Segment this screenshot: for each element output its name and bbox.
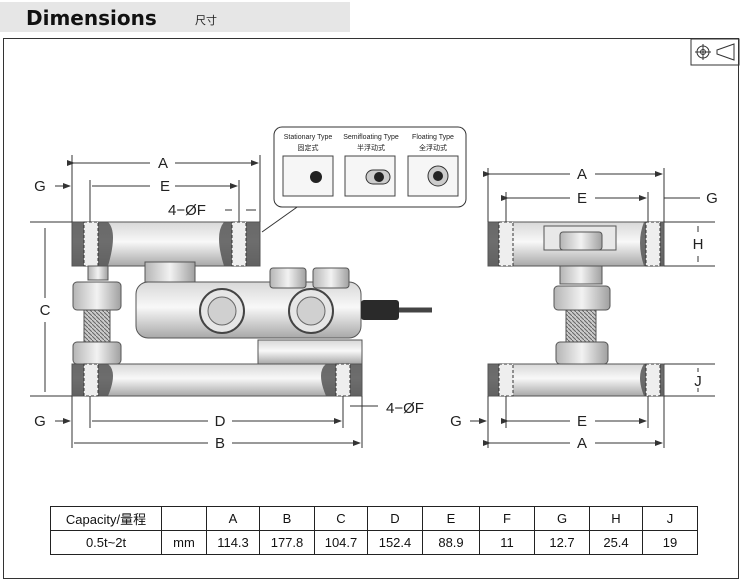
label-g: G — [34, 178, 46, 195]
cell-g: 12.7 — [534, 530, 590, 555]
column-header: H — [589, 506, 643, 531]
semifloating-type-zh: 半浮动式 — [357, 143, 385, 152]
cell-j: 19 — [642, 530, 698, 555]
cell-c: 104.7 — [314, 530, 368, 555]
stationary-type-label: Stationary Type — [284, 134, 333, 141]
front-view — [71, 221, 432, 397]
unit-value: mm — [161, 530, 207, 555]
label-j: J — [694, 373, 702, 390]
cell-a: 114.3 — [206, 530, 260, 555]
dimension-labels: A E G 4−ØF C G D B 4−ØF A E G H J G E A — [34, 155, 718, 452]
table-header-row: Capacity/量程 A B C D E F G H J — [50, 506, 698, 531]
label-a: A — [158, 155, 168, 172]
drawing-frame — [3, 38, 739, 579]
semifloating-type-label: Semifloating Type — [343, 134, 399, 141]
side-view — [487, 221, 665, 397]
floating-type-label: Floating Type — [412, 134, 454, 141]
column-header: B — [259, 506, 315, 531]
cell-b: 177.8 — [259, 530, 315, 555]
cell-e: 88.9 — [422, 530, 480, 555]
page-subtitle: 尺寸 — [195, 14, 217, 27]
label-g: G — [450, 413, 462, 430]
label-c: C — [40, 302, 51, 319]
column-header: C — [314, 506, 368, 531]
label-d: D — [215, 413, 226, 430]
label-e: E — [160, 178, 170, 195]
capacity-value: 0.5t~2t — [50, 530, 162, 555]
label-f: 4−ØF — [168, 202, 206, 219]
callout-labels: Stationary Type 固定式 Semifloating Type 半浮… — [284, 134, 454, 152]
cell-h: 25.4 — [589, 530, 643, 555]
column-header: G — [534, 506, 590, 531]
stationary-type-zh: 固定式 — [298, 143, 319, 152]
label-g: G — [706, 190, 718, 207]
cell-d: 152.4 — [367, 530, 423, 555]
label-b: B — [215, 435, 225, 452]
column-header: A — [206, 506, 260, 531]
column-header: F — [479, 506, 535, 531]
label-h: H — [693, 236, 704, 253]
column-header: D — [367, 506, 423, 531]
column-header: J — [642, 506, 698, 531]
label-a: A — [577, 435, 587, 452]
cell-f: 11 — [479, 530, 535, 555]
label-f: 4−ØF — [386, 400, 424, 417]
label-g: G — [34, 413, 46, 430]
page-title: Dimensions — [26, 6, 157, 30]
label-e: E — [577, 413, 587, 430]
column-header: E — [422, 506, 480, 531]
table-row: 0.5t~2t mm 114.3 177.8 104.7 152.4 88.9 … — [50, 530, 698, 555]
unit-header — [161, 506, 207, 531]
floating-type-zh: 全浮动式 — [419, 143, 447, 152]
projection-symbol-icon — [690, 38, 740, 66]
label-a: A — [577, 166, 587, 183]
side-dimension-lines — [470, 168, 715, 448]
capacity-header: Capacity/量程 — [50, 506, 162, 531]
spec-table: Capacity/量程 A B C D E F G H J 0.5t~2t mm… — [50, 506, 698, 555]
front-dimension-lines — [30, 155, 378, 448]
label-e: E — [577, 190, 587, 207]
mount-type-callout — [261, 126, 467, 233]
title-bar — [0, 2, 350, 32]
